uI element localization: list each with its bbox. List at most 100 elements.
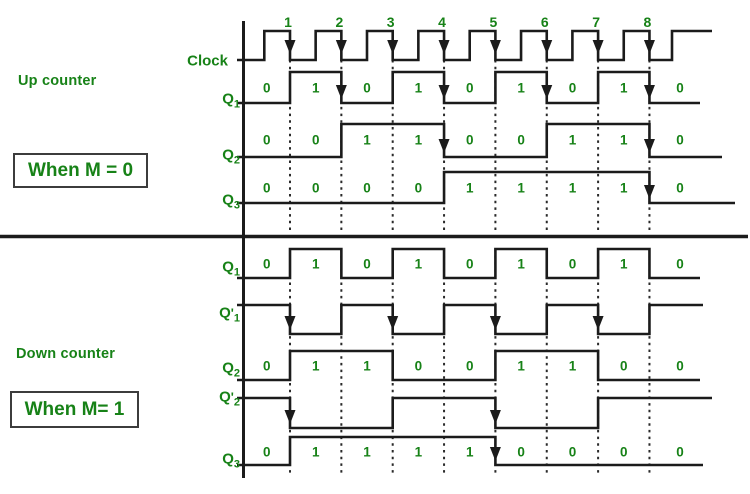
subscript: 1 (233, 266, 240, 279)
waveform-down-q3 (237, 435, 703, 467)
bit-value: 0 (466, 133, 474, 148)
clock-pulse-number: 1 (284, 14, 292, 30)
bit-value: 1 (312, 359, 320, 374)
falling-edge-arrow-down-q2p (284, 410, 296, 424)
bit-value: 0 (363, 257, 371, 272)
bit-value: 0 (312, 133, 320, 148)
clock-falling-edge-arrow (438, 40, 450, 54)
bit-value: 0 (517, 445, 525, 460)
waveform-down-q2 (237, 349, 700, 382)
bit-value: 0 (263, 181, 271, 196)
clock-waveform (237, 29, 712, 62)
bit-value: 1 (415, 445, 423, 460)
bit-value: 0 (569, 257, 577, 272)
falling-edge-arrow-up-q1 (643, 85, 655, 99)
bit-value: 0 (620, 359, 628, 374)
bit-value: 0 (676, 257, 684, 272)
falling-edge-arrow-up-q1 (438, 85, 450, 99)
bit-value: 0 (466, 257, 474, 272)
signal-label-down-q2: Q2 (222, 359, 240, 380)
subscript: 2 (233, 396, 240, 409)
falling-edge-arrow-up-q2 (643, 139, 655, 153)
waveform-up-q3 (237, 170, 735, 205)
signal-label-down-q1p: Q'1 (219, 304, 240, 325)
up-counter-label: Up counter (18, 73, 97, 89)
clock-pulse-number: 8 (644, 14, 652, 30)
mode-m1-label: When M= 1 (24, 398, 125, 420)
waveform-down-q2p (237, 396, 712, 430)
bit-value: 1 (620, 181, 628, 196)
bit-value: 1 (569, 133, 577, 148)
clock-pulse-number: 7 (592, 14, 600, 30)
bit-value: 0 (263, 359, 271, 374)
clock-pulse-number: 3 (387, 14, 395, 30)
falling-edge-arrow-up-q1 (541, 85, 553, 99)
clock-falling-edge-arrow (284, 40, 296, 54)
bit-value: 0 (312, 181, 320, 196)
bit-value: 1 (517, 359, 525, 374)
falling-edge-arrow-up-q2 (438, 139, 450, 153)
signal-label-clock: Clock (187, 52, 228, 70)
bit-value: 1 (517, 181, 525, 196)
down-counter-label: Down counter (16, 346, 116, 362)
falling-edge-arrow-up-q1 (335, 85, 347, 99)
mode-m0-box: When M = 0 (13, 153, 148, 188)
bit-value: 1 (312, 81, 320, 96)
bit-value: 0 (466, 359, 474, 374)
bit-value: 0 (263, 445, 271, 460)
waveform-up-q1 (237, 70, 700, 105)
mode-m0-label: When M = 0 (27, 159, 134, 181)
bit-value: 0 (676, 181, 684, 196)
clock-falling-edge-arrow (489, 40, 501, 54)
bit-value: 0 (676, 133, 684, 148)
bit-value: 1 (415, 81, 423, 96)
clock-pulse-number: 5 (490, 14, 498, 30)
bit-value: 1 (620, 257, 628, 272)
bit-value: 0 (676, 445, 684, 460)
falling-edge-arrow-down-q2p (489, 410, 501, 424)
bit-value: 1 (363, 445, 371, 460)
bit-value: 0 (363, 181, 371, 196)
signal-label-up-q2: Q2 (222, 146, 240, 167)
falling-edge-arrow-down-q1p (592, 316, 604, 330)
falling-edge-arrow-down-q1p (387, 316, 399, 330)
waveform-down-q1p (237, 303, 703, 336)
clock-pulse-number: 4 (438, 14, 446, 30)
signal-label-up-q1: Q1 (222, 90, 240, 111)
subscript: 1 (233, 312, 240, 325)
subscript: 2 (233, 154, 240, 167)
bit-value: 1 (569, 359, 577, 374)
falling-edge-arrow-down-q3 (489, 447, 501, 461)
clock-falling-edge-arrow (541, 40, 553, 54)
bit-value: 0 (263, 81, 271, 96)
clock-pulse-number: 2 (335, 14, 343, 30)
signal-label-down-q1: Q1 (222, 258, 240, 279)
bit-value: 0 (620, 445, 628, 460)
bit-value: 1 (363, 133, 371, 148)
bit-value: 0 (263, 133, 271, 148)
bit-value: 1 (363, 359, 371, 374)
bit-value: 1 (517, 257, 525, 272)
bit-value: 1 (620, 81, 628, 96)
falling-edge-arrow-down-q1p (489, 316, 501, 330)
waveform-down-q1 (237, 247, 700, 280)
subscript: 2 (233, 367, 240, 380)
signal-label-down-q3: Q3 (222, 450, 240, 471)
falling-edge-arrow-down-q1p (284, 316, 296, 330)
bit-value: 0 (676, 359, 684, 374)
bit-value: 1 (620, 133, 628, 148)
clock-falling-edge-arrow (643, 40, 655, 54)
bit-value: 0 (569, 445, 577, 460)
bit-value: 1 (415, 133, 423, 148)
clock-falling-edge-arrow (592, 40, 604, 54)
bit-value: 1 (517, 81, 525, 96)
clock-falling-edge-arrow (335, 40, 347, 54)
bit-value: 0 (263, 257, 271, 272)
bit-value: 1 (466, 181, 474, 196)
bit-value: 0 (415, 181, 423, 196)
bit-value: 0 (569, 81, 577, 96)
clock-pulse-number: 6 (541, 14, 549, 30)
subscript: 3 (233, 199, 240, 212)
